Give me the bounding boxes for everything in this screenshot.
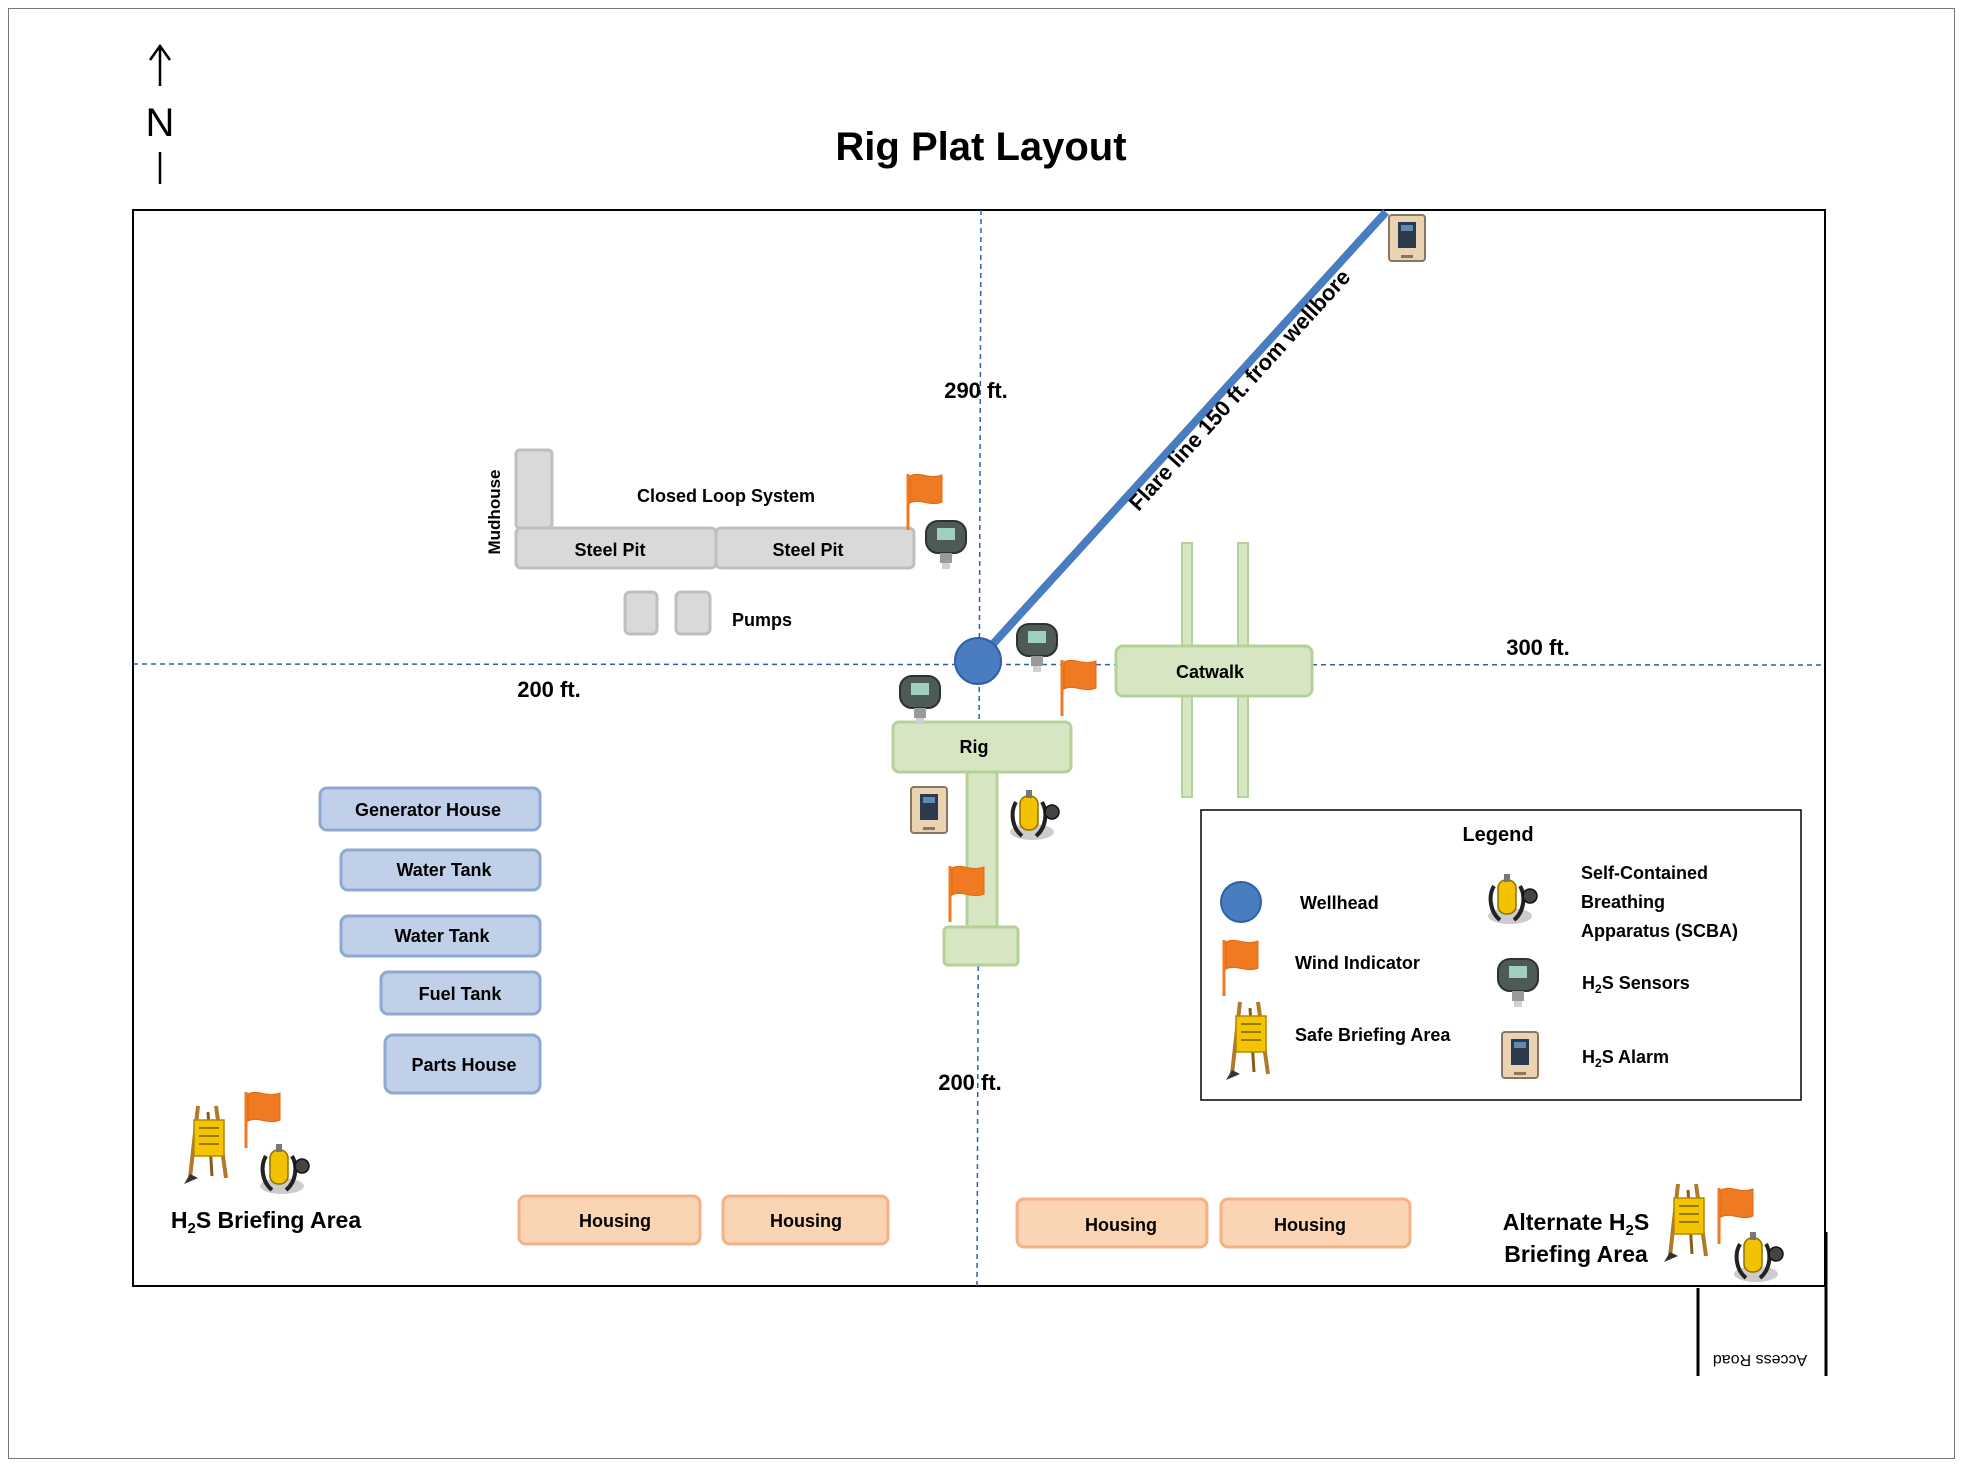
access-road-label: Access Road — [1713, 1351, 1807, 1368]
pumps-label: Pumps — [732, 610, 792, 630]
alternate-briefing-line2: Briefing Area — [1504, 1241, 1648, 1267]
mudhouse-label: Mudhouse — [485, 470, 504, 555]
housing-2-label: Housing — [770, 1211, 842, 1231]
h2s-alarm-icon — [910, 786, 948, 834]
scba-icon — [1008, 788, 1061, 842]
catwalk — [1114, 644, 1314, 698]
flare-line-label: Flare line 150 ft. from wellbore — [1124, 264, 1356, 515]
legend-scba-label-3: Apparatus (SCBA) — [1581, 921, 1738, 941]
north-label: N — [146, 101, 175, 145]
fuel-tank-label: Fuel Tank — [419, 984, 503, 1004]
water-tank-2-label: Water Tank — [394, 926, 490, 946]
distance-east: 300 ft. — [1506, 635, 1570, 660]
legend-wellhead-icon — [1220, 881, 1262, 923]
legend-safe-briefing-label: Safe Briefing Area — [1295, 1025, 1451, 1045]
housing-4-label: Housing — [1274, 1215, 1346, 1235]
legend-wind-indicator-label: Wind Indicator — [1295, 953, 1420, 973]
housing-2 — [721, 1194, 890, 1246]
fuel-tank — [379, 970, 542, 1016]
housing-3-label: Housing — [1085, 1215, 1157, 1235]
scba-icon — [1732, 1230, 1785, 1284]
north-arrow: N — [146, 43, 175, 184]
catwalk-label: Catwalk — [1176, 662, 1245, 682]
safe-briefing-easel-icon — [1662, 1182, 1708, 1264]
scba-icon — [258, 1142, 311, 1196]
steel-pit-2-label: Steel Pit — [772, 540, 843, 560]
generator-house-label: Generator House — [355, 800, 501, 820]
rig-pad — [942, 925, 1020, 967]
alternate-briefing-line1: Alternate H2S — [1503, 1209, 1649, 1239]
rig-label: Rig — [960, 737, 989, 757]
pump-1 — [623, 590, 659, 636]
wind-indicator-flag-icon — [1717, 1186, 1755, 1246]
distance-south: 200 ft. — [938, 1070, 1002, 1095]
plat-boundary — [132, 209, 1826, 1287]
water-tank-1-label: Water Tank — [396, 860, 492, 880]
h2s-sensor-icon — [925, 520, 967, 570]
legend-h2s-sensor-label: H2S Sensors — [1582, 973, 1690, 996]
page-border — [8, 8, 1955, 1459]
rig — [891, 720, 1073, 774]
housing-3 — [1015, 1197, 1209, 1249]
housing-4 — [1219, 1197, 1412, 1249]
housing-1 — [517, 1194, 702, 1246]
steel-pit-2 — [714, 526, 916, 570]
wellhead — [954, 637, 1002, 685]
flare-alarm-icon — [1388, 214, 1426, 262]
legend-h2s-alarm-icon — [1501, 1031, 1539, 1079]
distance-north: 290 ft. — [944, 378, 1008, 403]
distance-west: 200 ft. — [517, 677, 581, 702]
closed-loop-label: Closed Loop System — [637, 486, 815, 506]
legend-title: Legend — [1462, 824, 1533, 846]
parts-house — [383, 1033, 542, 1095]
housing-1-label: Housing — [579, 1211, 651, 1231]
steel-pit-1-label: Steel Pit — [574, 540, 645, 560]
legend-h2s-alarm-label: H2S Alarm — [1582, 1047, 1669, 1070]
parts-house-label: Parts House — [411, 1055, 516, 1075]
legend-scba-label-1: Self-Contained — [1581, 863, 1708, 883]
flare-line — [980, 209, 1389, 658]
wind-indicator-flag-icon — [244, 1090, 282, 1150]
mudhouse — [514, 448, 554, 530]
h2s-briefing-area-label: H2S Briefing Area — [171, 1207, 361, 1237]
h2s-sensor-icon — [899, 675, 941, 725]
water-tank-1 — [339, 848, 542, 892]
safe-briefing-easel-icon — [182, 1104, 228, 1186]
generator-house — [318, 786, 542, 832]
wind-indicator-flag-icon — [1060, 658, 1098, 718]
rig-substructure — [965, 750, 999, 934]
legend: Legend Wellhead Wind Indicator Safe Brie… — [1200, 809, 1802, 1101]
north-arrow-head — [148, 43, 172, 61]
legend-scba-label-2: Breathing — [1581, 892, 1665, 912]
pump-2 — [674, 590, 712, 636]
page-title: Rig Plat Layout — [835, 125, 1126, 169]
legend-wellhead-label: Wellhead — [1300, 893, 1379, 913]
water-tank-2 — [339, 914, 542, 958]
